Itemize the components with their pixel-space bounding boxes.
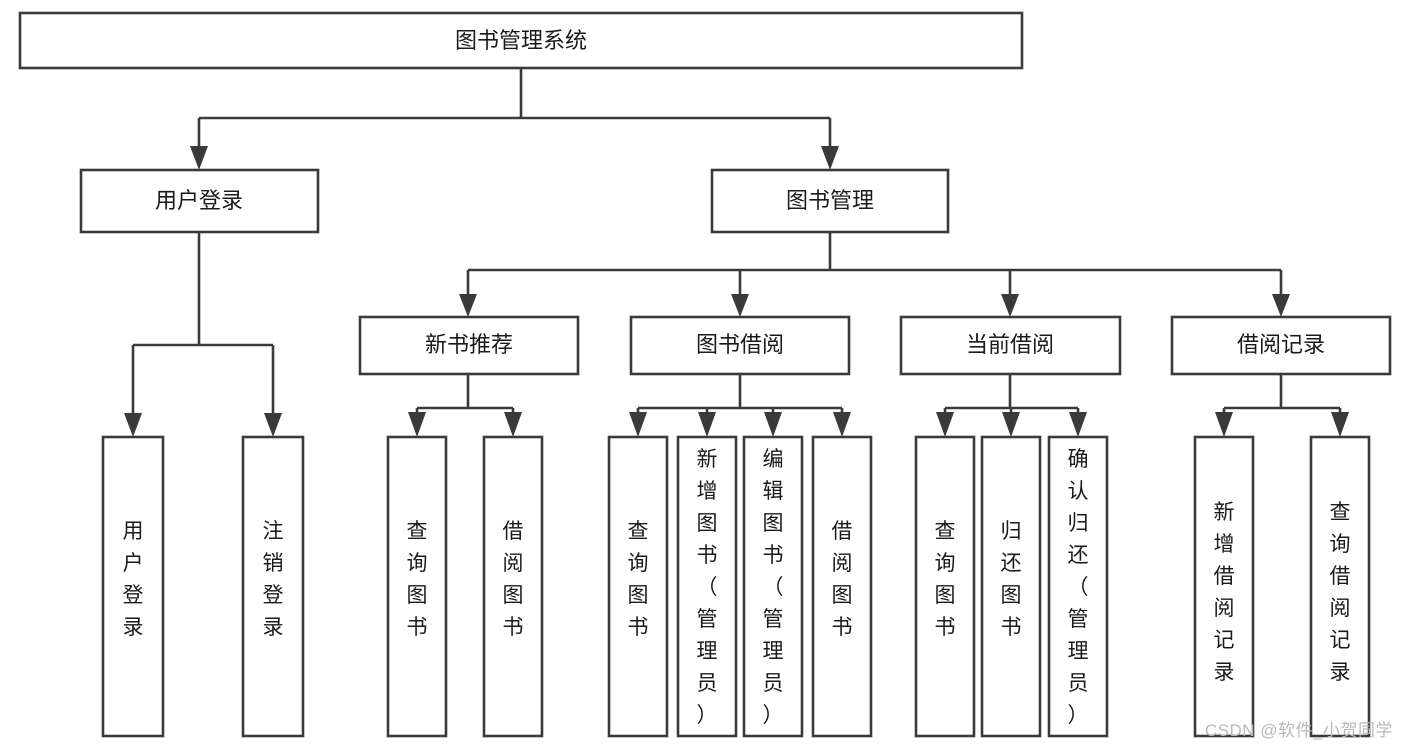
node-leaf-user-login-box[interactable] bbox=[101, 435, 165, 738]
node-newbook[interactable]: 新书推荐 bbox=[358, 315, 580, 376]
node-leaf-logout[interactable]: 注销登录 bbox=[241, 435, 305, 738]
node-leaf-user-login[interactable]: 用户登录 bbox=[101, 435, 165, 738]
node-leaf-add-record[interactable]: 新增借阅记录 bbox=[1193, 435, 1255, 738]
node-newbook-label: 新书推荐 bbox=[425, 332, 513, 357]
connector-group-bookmgmt bbox=[459, 232, 1290, 317]
node-leaf-confirm-return-label: 确认归还（管理员） bbox=[1068, 448, 1089, 727]
arrow-head-newbook bbox=[459, 294, 477, 317]
node-records-label: 借阅记录 bbox=[1237, 332, 1325, 357]
node-bookmgmt-box[interactable] bbox=[710, 168, 950, 234]
arrow-head-leaf-borrow-book-2 bbox=[833, 412, 851, 437]
node-leaf-add-book-label: 新增图书（管理员） bbox=[697, 448, 718, 727]
connector-group-current bbox=[936, 374, 1087, 437]
node-borrow-box[interactable] bbox=[629, 315, 851, 376]
node-leaf-query-record-box[interactable] bbox=[1309, 435, 1371, 738]
node-login[interactable]: 用户登录 bbox=[79, 168, 320, 234]
node-leaf-user-login-label: 用户登录 bbox=[123, 520, 144, 639]
node-leaf-borrow-book-2[interactable]: 借阅图书 bbox=[811, 435, 873, 738]
node-leaf-edit-book[interactable]: 编辑图书（管理员） bbox=[742, 435, 804, 738]
node-borrow[interactable]: 图书借阅 bbox=[629, 315, 851, 376]
node-borrow-label: 图书借阅 bbox=[696, 332, 784, 357]
node-leaf-query-book-1-box[interactable] bbox=[386, 435, 448, 738]
node-leaf-edit-book-box[interactable] bbox=[742, 435, 804, 738]
node-leaf-borrow-book-2-box[interactable] bbox=[811, 435, 873, 738]
node-leaf-query-record[interactable]: 查询借阅记录 bbox=[1309, 435, 1371, 738]
node-leaf-return-book[interactable]: 归还图书 bbox=[980, 435, 1042, 738]
node-leaf-logout-label: 注销登录 bbox=[263, 520, 284, 639]
arrow-head-leaf-add-record bbox=[1215, 412, 1233, 437]
arrow-head-leaf-query-book-1 bbox=[408, 412, 426, 437]
node-current-label: 当前借阅 bbox=[966, 332, 1054, 357]
arrow-head-leaf-query-book-3 bbox=[936, 412, 954, 437]
node-newbook-box[interactable] bbox=[358, 315, 580, 376]
connector-group-newbook bbox=[408, 374, 522, 437]
arrow-head-leaf-logout bbox=[264, 413, 282, 437]
arrow-head-leaf-edit-book bbox=[764, 412, 782, 437]
arrow-head-leaf-query-book-2 bbox=[629, 412, 647, 437]
node-leaf-query-book-2[interactable]: 查询图书 bbox=[607, 435, 669, 738]
node-leaf-query-book-2-box[interactable] bbox=[607, 435, 669, 738]
node-leaf-query-book-2-label: 查询图书 bbox=[628, 520, 649, 639]
node-leaf-borrow-book-1-box[interactable] bbox=[482, 435, 544, 738]
node-root-box[interactable] bbox=[18, 11, 1024, 70]
node-leaf-return-book-label: 归还图书 bbox=[1001, 520, 1022, 639]
node-leaf-add-record-label: 新增借阅记录 bbox=[1214, 501, 1235, 684]
node-root[interactable]: 图书管理系统 bbox=[18, 11, 1024, 70]
node-login-label: 用户登录 bbox=[155, 188, 243, 213]
node-leaf-add-book-box[interactable] bbox=[676, 435, 738, 738]
arrow-head-leaf-borrow-book-1 bbox=[504, 412, 522, 437]
connector-group-records bbox=[1215, 374, 1349, 437]
node-records-box[interactable] bbox=[1170, 315, 1392, 376]
connector-group-root bbox=[190, 68, 839, 170]
arrow-head-records bbox=[1272, 294, 1290, 317]
node-current[interactable]: 当前借阅 bbox=[899, 315, 1122, 376]
arrow-head-leaf-confirm-return bbox=[1069, 412, 1087, 437]
node-leaf-borrow-book-1[interactable]: 借阅图书 bbox=[482, 435, 544, 738]
arrow-head-bookmgmt bbox=[821, 146, 839, 170]
connector-group-login bbox=[124, 232, 282, 437]
node-leaf-query-book-3[interactable]: 查询图书 bbox=[914, 435, 976, 738]
node-leaf-borrow-book-1-label: 借阅图书 bbox=[503, 520, 524, 639]
node-leaf-borrow-book-2-label: 借阅图书 bbox=[832, 520, 853, 639]
arrow-head-leaf-user-login bbox=[124, 413, 142, 437]
node-leaf-logout-box[interactable] bbox=[241, 435, 305, 738]
arrow-head-leaf-query-record bbox=[1331, 412, 1349, 437]
node-leaf-query-book-1[interactable]: 查询图书 bbox=[386, 435, 448, 738]
arrow-head-login bbox=[190, 146, 208, 170]
node-leaf-add-record-box[interactable] bbox=[1193, 435, 1255, 738]
node-leaf-query-record-label: 查询借阅记录 bbox=[1330, 501, 1351, 684]
node-leaf-return-book-box[interactable] bbox=[980, 435, 1042, 738]
node-leaf-query-book-3-box[interactable] bbox=[914, 435, 976, 738]
arrow-head-leaf-return-book bbox=[1002, 412, 1020, 437]
node-leaf-query-book-3-label: 查询图书 bbox=[935, 520, 956, 639]
connector-group-borrow bbox=[629, 374, 851, 437]
arrow-head-current bbox=[1001, 294, 1019, 317]
node-leaf-confirm-return[interactable]: 确认归还（管理员） bbox=[1047, 435, 1109, 738]
arrow-head-leaf-add-book bbox=[698, 412, 716, 437]
node-bookmgmt[interactable]: 图书管理 bbox=[710, 168, 950, 234]
node-leaf-add-book[interactable]: 新增图书（管理员） bbox=[676, 435, 738, 738]
node-root-label: 图书管理系统 bbox=[455, 28, 587, 53]
node-records[interactable]: 借阅记录 bbox=[1170, 315, 1392, 376]
node-current-box[interactable] bbox=[899, 315, 1122, 376]
arrow-head-borrow bbox=[731, 294, 749, 317]
node-leaf-confirm-return-box[interactable] bbox=[1047, 435, 1109, 738]
node-leaf-query-book-1-label: 查询图书 bbox=[407, 520, 428, 639]
node-bookmgmt-label: 图书管理 bbox=[786, 188, 874, 213]
node-leaf-edit-book-label: 编辑图书（管理员） bbox=[763, 448, 784, 727]
node-login-box[interactable] bbox=[79, 168, 320, 234]
